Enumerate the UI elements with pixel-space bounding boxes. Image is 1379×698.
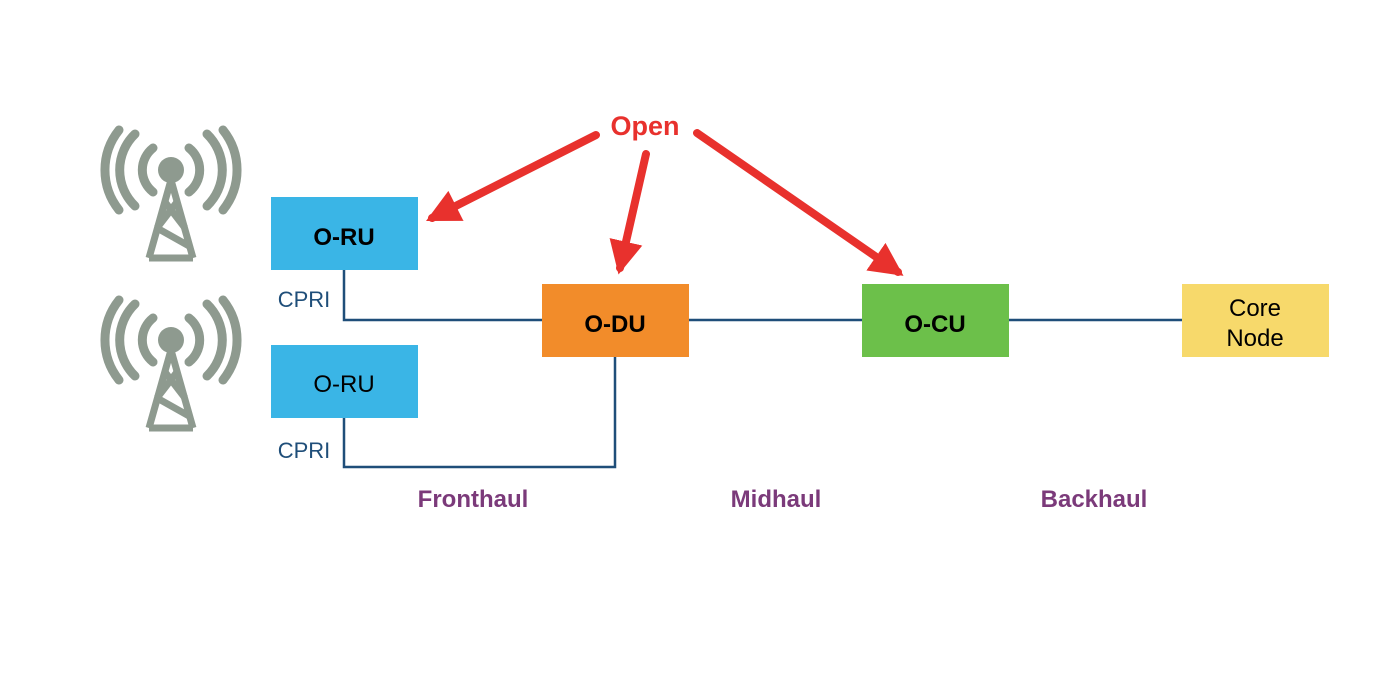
node-oru-bottom-label: O-RU: [313, 371, 374, 398]
node-oru-top: O-RU: [271, 197, 418, 270]
cpri-label-bottom: CPRI: [278, 438, 331, 463]
backhaul-label: Backhaul: [1041, 486, 1148, 513]
midhaul-label: Midhaul: [731, 486, 822, 513]
open-arrow-to-oru: [426, 131, 600, 222]
node-ocu: O-CU: [862, 284, 1009, 357]
cpri-label-top: CPRI: [278, 287, 331, 312]
fronthaul-link-top: [342, 270, 542, 322]
node-core: Core Node: [1182, 284, 1329, 357]
fronthaul-link-bottom: [342, 357, 617, 469]
node-ocu-label: O-CU: [904, 311, 965, 338]
node-core-label-line1: Core: [1229, 295, 1281, 322]
open-arrow-to-ocu: [693, 129, 904, 276]
fronthaul-label: Fronthaul: [418, 486, 529, 513]
connection-lines: [342, 270, 1182, 469]
node-odu: O-DU: [542, 284, 689, 357]
open-annotation: Open: [610, 111, 679, 141]
antenna-tower-icon: [100, 295, 242, 432]
node-odu-label: O-DU: [584, 311, 645, 338]
node-oru-top-label: O-RU: [313, 224, 374, 251]
node-oru-bottom: O-RU: [271, 345, 418, 418]
open-arrows: [426, 129, 904, 276]
node-core-label-line2: Node: [1226, 325, 1283, 352]
open-arrow-to-odu: [609, 150, 650, 275]
antenna-tower-icon: [100, 125, 242, 262]
